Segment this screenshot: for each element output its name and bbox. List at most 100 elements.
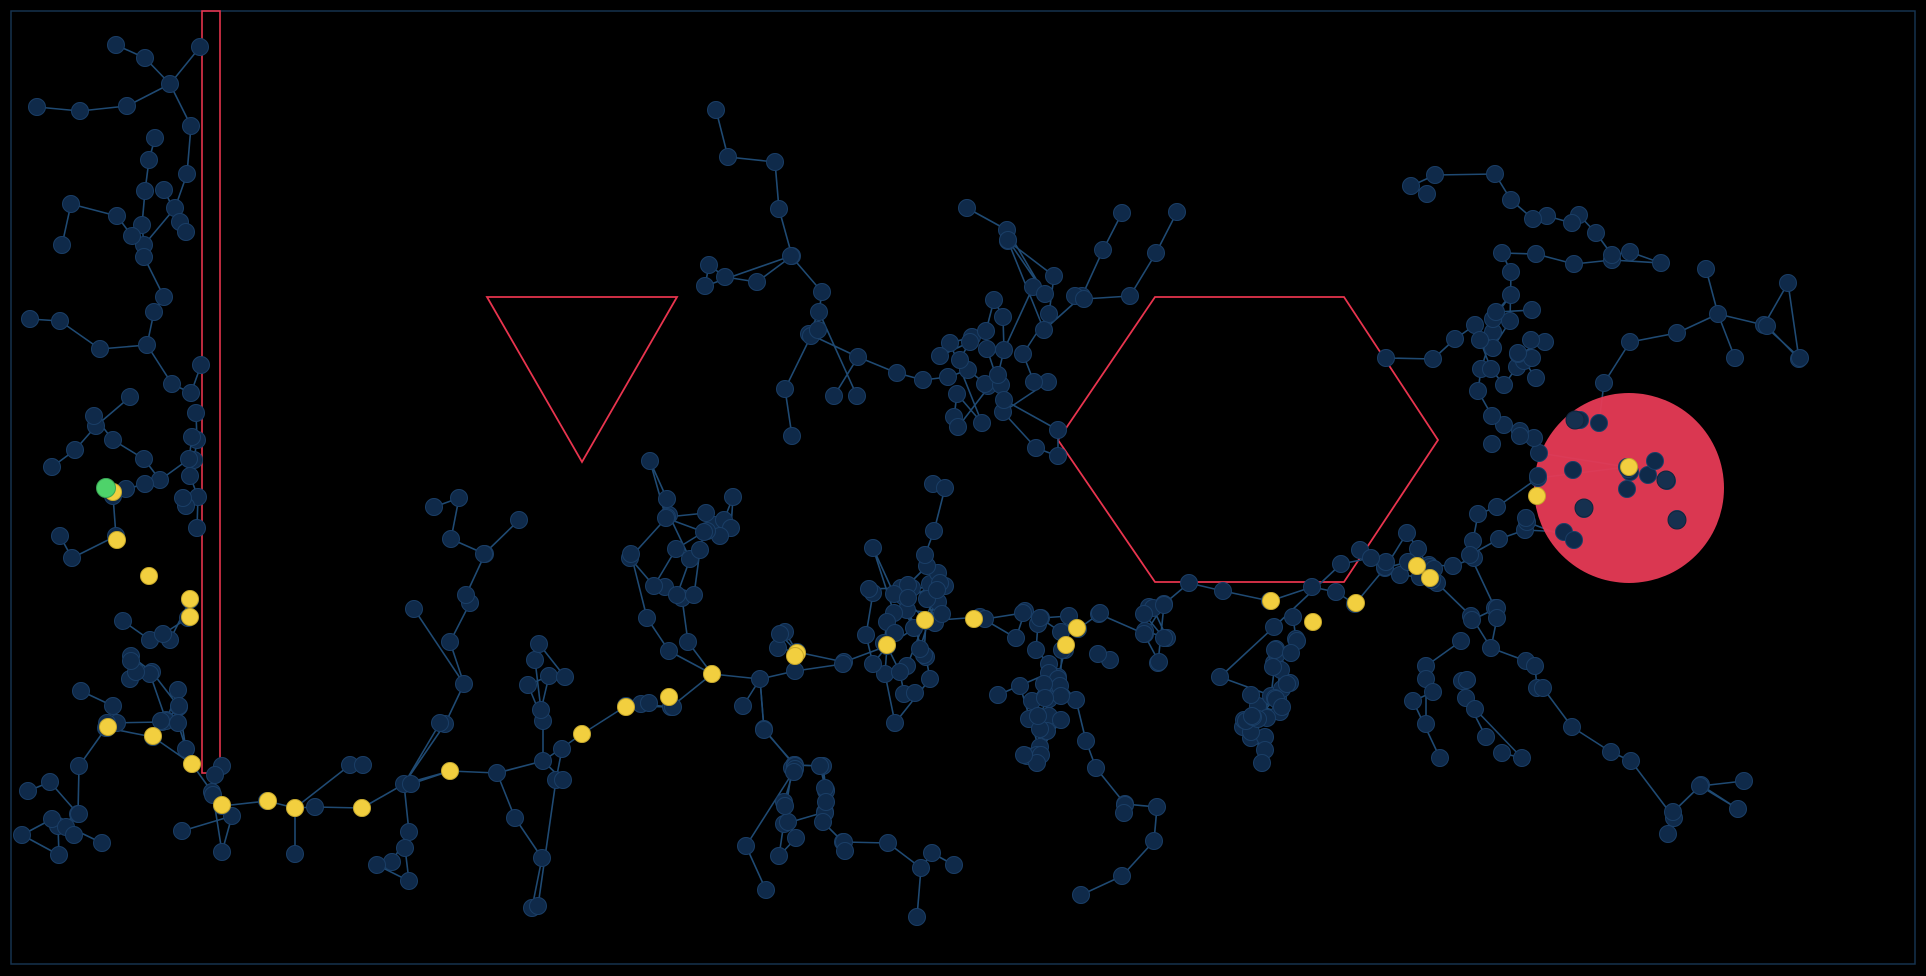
tree-node bbox=[1067, 691, 1085, 709]
tree-node bbox=[1490, 530, 1508, 548]
tree-node bbox=[206, 766, 224, 784]
tree-node bbox=[1488, 498, 1506, 516]
tree-edge bbox=[537, 779, 557, 907]
path-node bbox=[1528, 487, 1546, 505]
path-node bbox=[703, 665, 721, 683]
tree-node bbox=[1523, 301, 1541, 319]
tree-node bbox=[178, 165, 196, 183]
tree-node bbox=[108, 207, 126, 225]
tree-node bbox=[152, 712, 170, 730]
tree-node bbox=[886, 714, 904, 732]
tree-node bbox=[1052, 687, 1070, 705]
tree-node bbox=[118, 97, 136, 115]
tree-node bbox=[1377, 553, 1395, 571]
tree-node bbox=[21, 310, 39, 328]
tree-node bbox=[506, 809, 524, 827]
tree-node bbox=[1565, 255, 1583, 273]
tree-node bbox=[50, 846, 68, 864]
tree-node bbox=[1621, 333, 1639, 351]
path-node bbox=[353, 799, 371, 817]
tree-node bbox=[71, 102, 89, 120]
path-node bbox=[259, 792, 277, 810]
tree-node bbox=[811, 757, 829, 775]
tree-node bbox=[848, 387, 866, 405]
tree-node bbox=[1045, 267, 1063, 285]
tree-node bbox=[860, 580, 878, 598]
tree-node bbox=[13, 826, 31, 844]
tree-node bbox=[1709, 305, 1727, 323]
tree-node bbox=[1735, 772, 1753, 790]
tree-node bbox=[879, 834, 897, 852]
tree-node bbox=[1444, 557, 1462, 575]
tree-node bbox=[751, 670, 769, 688]
tree-node bbox=[933, 605, 951, 623]
tree-node bbox=[1094, 241, 1112, 259]
tree-node bbox=[70, 805, 88, 823]
tree-node bbox=[1493, 244, 1511, 262]
tree-node bbox=[145, 303, 163, 321]
path-node bbox=[573, 725, 591, 743]
tree-node bbox=[62, 195, 80, 213]
tree-node bbox=[1027, 641, 1045, 659]
tree-node bbox=[177, 223, 195, 241]
tree-node bbox=[1027, 439, 1045, 457]
tree-node bbox=[906, 684, 924, 702]
tree-node bbox=[354, 756, 372, 774]
path-node bbox=[286, 799, 304, 817]
tree-node bbox=[1446, 330, 1464, 348]
tree-node bbox=[91, 340, 109, 358]
tree-node bbox=[923, 844, 941, 862]
tree-node bbox=[1418, 185, 1436, 203]
tree-node bbox=[1779, 274, 1797, 292]
tree-node bbox=[173, 822, 191, 840]
tree-node bbox=[1327, 583, 1345, 601]
tree-node bbox=[136, 475, 154, 493]
tree-node bbox=[441, 633, 459, 651]
tree-node bbox=[1602, 743, 1620, 761]
tree-node bbox=[1265, 618, 1283, 636]
tree-node bbox=[1278, 675, 1296, 693]
tree-node bbox=[657, 509, 675, 527]
tree-node bbox=[921, 670, 939, 688]
tree-node bbox=[1332, 555, 1350, 573]
tree-node bbox=[43, 810, 61, 828]
start-node bbox=[96, 478, 116, 498]
tree-node bbox=[475, 545, 493, 563]
tree-node bbox=[813, 283, 831, 301]
tree-node bbox=[1242, 686, 1260, 704]
tree-node bbox=[53, 236, 71, 254]
tree-node bbox=[66, 441, 84, 459]
tree-node bbox=[1621, 243, 1639, 261]
tree-edge bbox=[413, 608, 465, 685]
tree-node bbox=[1253, 754, 1271, 772]
tree-node bbox=[442, 530, 460, 548]
tree-node bbox=[1015, 746, 1033, 764]
tree-node bbox=[782, 247, 800, 265]
tree-edge bbox=[294, 764, 351, 809]
tree-node bbox=[396, 839, 414, 857]
tree-node bbox=[1529, 467, 1547, 485]
tree-node bbox=[757, 881, 775, 899]
path-node bbox=[1347, 594, 1365, 612]
tree-node bbox=[1668, 324, 1686, 342]
tree-node bbox=[151, 471, 169, 489]
tree-node bbox=[1463, 611, 1481, 629]
tree-node bbox=[825, 387, 843, 405]
tree-node bbox=[1469, 382, 1487, 400]
tree-node bbox=[1484, 339, 1502, 357]
tree-node bbox=[809, 321, 827, 339]
tree-node bbox=[724, 488, 742, 506]
tree-node bbox=[640, 694, 658, 712]
tree-node bbox=[941, 334, 959, 352]
tree-node bbox=[135, 450, 153, 468]
tree-node bbox=[679, 633, 697, 651]
tree-node bbox=[431, 714, 449, 732]
tree-node bbox=[978, 340, 996, 358]
tree-node bbox=[1036, 689, 1054, 707]
tree-node bbox=[766, 153, 784, 171]
tree-node bbox=[1587, 224, 1605, 242]
tree-node bbox=[85, 407, 103, 425]
tree-node bbox=[1243, 707, 1261, 725]
tree-node bbox=[1495, 416, 1513, 434]
